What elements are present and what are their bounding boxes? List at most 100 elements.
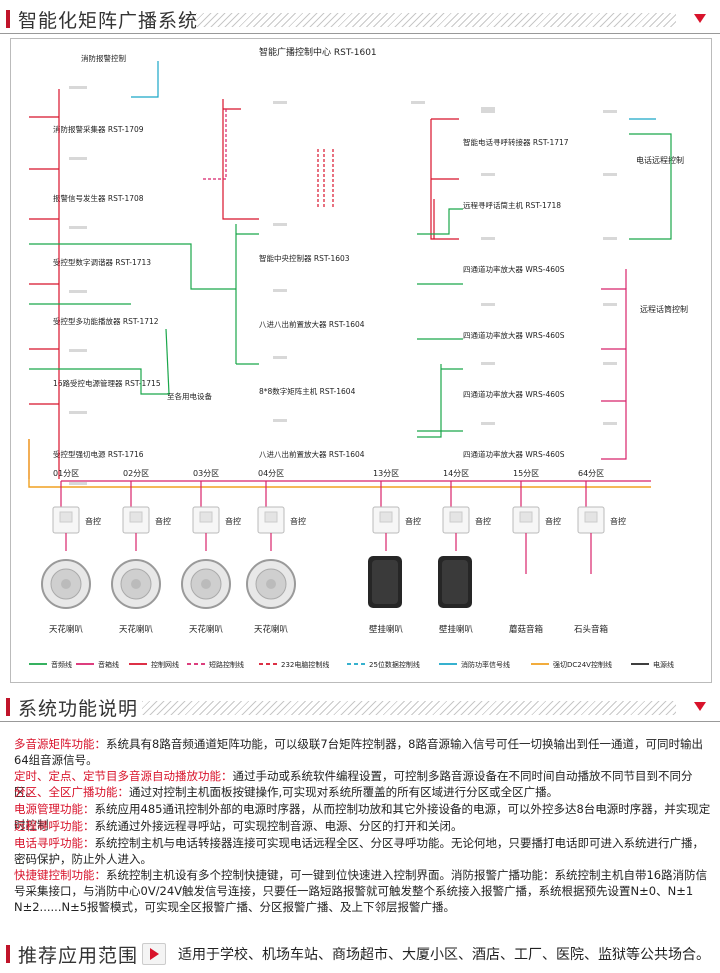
audio-line (165, 328, 170, 395)
volume-label: 音控 (405, 516, 421, 526)
device-unit (603, 173, 617, 176)
audio-line (417, 208, 463, 235)
center-device-label: 8*8数字矩阵主机 RST-1604 (259, 386, 356, 396)
device-unit (273, 419, 287, 422)
chevron-down-icon[interactable] (694, 702, 706, 711)
function-item: 定时、定点、定节目多音源自动播放功能：通过手动或系统软件编程设置，可控制多路音源… (14, 769, 693, 799)
section-header-functions: 系统功能说明 (0, 692, 720, 722)
audio-line (417, 364, 442, 438)
volume-knob (59, 511, 73, 523)
diagram-title: 智能广播控制中心 RST-1601 (259, 46, 377, 58)
device-unit (273, 356, 287, 359)
section-title: 系统功能说明 (18, 698, 139, 720)
left-device-label: 消防报警控制 (81, 53, 126, 63)
device-unit (603, 237, 617, 240)
header-divider (0, 721, 720, 722)
zone-label: 01分区 (53, 469, 79, 478)
volume-knob (379, 511, 393, 523)
right-device-label: 四通道功率放大器 WRS-460S (463, 264, 565, 274)
short-control-line (201, 109, 227, 180)
device-unit (481, 362, 495, 365)
section-header-system: 智能化矩阵广播系统 (0, 4, 720, 34)
section-title: 推荐应用范围 (18, 945, 139, 967)
device-unit (481, 237, 495, 240)
header-accent-bar (6, 945, 10, 963)
device-unit (603, 362, 617, 365)
function-item: 多音源矩阵功能：系统具有8路音频通道矩阵功能，可以级联7台矩阵控制器，8路音源输… (14, 737, 703, 767)
device-unit (603, 422, 617, 425)
volume-knob (584, 511, 598, 523)
volume-label: 音控 (610, 516, 626, 526)
center-device-label: 八进八出前置放大器 RST-1604 (259, 449, 365, 459)
page-title: 智能化矩阵广播系统 (18, 10, 199, 32)
legend-label: 强切DC24V控制线 (553, 660, 612, 669)
device-unit (481, 173, 495, 176)
volume-label: 音控 (475, 516, 491, 526)
device-unit (69, 411, 87, 414)
remote-mic-label: 远程话筒控制 (640, 304, 688, 314)
left-device-label: 受控型数字调谐器 RST-1713 (53, 257, 151, 267)
device-unit (69, 86, 87, 89)
speaker-label: 石头音箱 (574, 624, 609, 635)
legend-label: 232电脑控制线 (281, 660, 329, 669)
play-icon (150, 948, 159, 960)
wall-speaker-front (442, 560, 468, 604)
zone-label: 15分区 (513, 469, 539, 478)
device-unit (273, 101, 287, 104)
dc24v-line (28, 439, 651, 488)
volume-knob (449, 511, 463, 523)
right-device-label: 智能电话寻呼转接器 RST-1717 (463, 137, 569, 147)
zone-label: 03分区 (193, 469, 219, 478)
ceiling-speaker-center (266, 579, 276, 589)
volume-label: 音控 (155, 516, 171, 526)
left-device-label: 16路受控电源管理器 RST-1715 (53, 378, 161, 388)
volume-knob (199, 511, 213, 523)
device-unit (481, 110, 495, 113)
legend-label: 音频线 (51, 660, 72, 669)
audio-line (29, 243, 236, 290)
left-device-label: 报警信号发生器 RST-1708 (53, 193, 144, 203)
speaker-label: 蘑菇音箱 (509, 624, 544, 635)
legend-label: 音箱线 (98, 660, 119, 669)
application-range: 推荐应用范围 适用于学校、机场车站、商场超市、大厦小区、酒店、工厂、医院、监狱等… (0, 937, 720, 967)
device-unit (481, 107, 495, 110)
volume-label: 音控 (225, 516, 241, 526)
device-unit (69, 157, 87, 160)
audio-line (629, 133, 672, 240)
speaker-label: 天花喇叭 (119, 624, 154, 635)
chevron-down-icon[interactable] (694, 14, 706, 23)
zone-label: 64分区 (578, 469, 604, 478)
center-device-label: 八进八出前置放大器 RST-1604 (259, 319, 365, 329)
legend-label: 25位数据控制线 (369, 660, 420, 669)
application-text: 适用于学校、机场车站、商场超市、大厦小区、酒店、工厂、医院、监狱等公共场合。 (178, 947, 710, 963)
legend-label: 电源线 (653, 660, 674, 669)
volume-label: 音控 (545, 516, 561, 526)
to-devices-label: 至各用电设备 (167, 391, 212, 401)
left-device-label: 消防报警采集器 RST-1709 (53, 124, 144, 134)
ceiling-speaker-center (61, 579, 71, 589)
speaker-label: 壁挂喇叭 (369, 624, 404, 635)
speaker-label: 壁挂喇叭 (439, 624, 474, 635)
volume-knob (129, 511, 143, 523)
system-diagram: 智能广播控制中心 RST-1601 消防报警控制消防报警采集器 RST-1709 报… (10, 38, 712, 683)
zone-label: 04分区 (258, 469, 284, 478)
device-unit (69, 226, 87, 229)
header-hatch (142, 701, 676, 715)
function-item: 远程寻呼功能：系统通过外接远程寻呼站，可实现控制音源、电源、分区的打开和关闭。 (14, 819, 463, 833)
device-unit (273, 289, 287, 292)
zone-label: 02分区 (123, 469, 149, 478)
device-unit (69, 482, 87, 485)
device-unit (603, 110, 617, 113)
right-device-label: 四通道功率放大器 WRS-460S (463, 330, 565, 340)
fire-signal-line (131, 61, 159, 98)
zone-label: 14分区 (443, 469, 469, 478)
speaker-label: 天花喇叭 (189, 624, 224, 635)
volume-knob (519, 511, 533, 523)
phone-remote-label: 电话远程控制 (636, 155, 684, 165)
speaker-label: 天花喇叭 (254, 624, 289, 635)
function-item: 电话寻呼功能：系统控制主机与电话转接器连接可实现电话远程全区、分区寻呼功能。无论… (14, 836, 704, 866)
device-unit (273, 223, 287, 226)
play-button[interactable] (142, 943, 166, 965)
zone-label: 13分区 (373, 469, 399, 478)
